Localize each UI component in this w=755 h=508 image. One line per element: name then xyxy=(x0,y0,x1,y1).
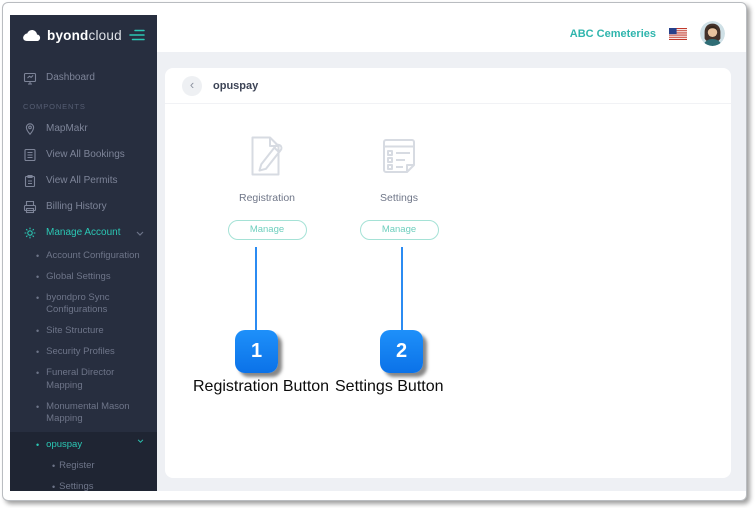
sidebar: byondcloud Dashboard COMPONENTS MapMakr … xyxy=(10,15,157,491)
sidebar-item-view-all-permits[interactable]: View All Permits xyxy=(10,168,157,194)
sidebar-item-label: View All Permits xyxy=(46,175,118,186)
sidebar-subitem-label: Settings xyxy=(59,480,94,491)
annotation-label-1: Registration Button xyxy=(193,378,330,395)
annotation-badge-1: 1 xyxy=(235,330,278,373)
bullet-icon: • xyxy=(36,326,40,337)
sidebar-item-label: View All Bookings xyxy=(46,149,125,160)
sidebar-item-dashboard[interactable]: Dashboard xyxy=(10,65,157,91)
bullet-icon: • xyxy=(36,292,40,303)
settings-manage-button[interactable]: Manage xyxy=(359,220,439,240)
card-header: ‹ opuspay xyxy=(165,68,731,104)
opuspay-card: ‹ opuspay Registration Manage xyxy=(165,68,731,478)
app-window: byondcloud Dashboard COMPONENTS MapMakr … xyxy=(10,15,746,491)
annotation-line-1 xyxy=(255,247,257,330)
annotation-label-2: Settings Button xyxy=(335,378,444,395)
sidebar-item-mapmakr[interactable]: MapMakr xyxy=(10,116,157,142)
sidebar-item-billing-history[interactable]: Billing History xyxy=(10,194,157,220)
sidebar-item-label: Billing History xyxy=(46,201,107,212)
bullet-icon: • xyxy=(36,251,40,261)
cloud-logo-icon xyxy=(22,29,42,42)
chevron-down-icon xyxy=(137,439,144,444)
bullet-icon: • xyxy=(36,347,40,358)
sidebar-subitem-label: opuspay xyxy=(46,439,83,451)
sidebar-subitem-label: Global Settings xyxy=(46,270,111,282)
sidebar-subitem-label: Account Configuration xyxy=(46,250,140,261)
back-button[interactable]: ‹ xyxy=(182,75,202,96)
us-flag-icon[interactable] xyxy=(669,27,687,40)
annotation-line-2 xyxy=(401,247,403,330)
back-chevron-icon: ‹ xyxy=(189,77,195,92)
permits-clipboard-icon xyxy=(23,174,37,188)
sidebar-item-manage-account[interactable]: Manage Account xyxy=(10,220,157,246)
main-column: ABC Cemeteries ‹ opuspay xyxy=(157,15,746,491)
gear-icon xyxy=(23,226,37,240)
bullet-icon: • xyxy=(36,401,40,412)
module-label: Registration xyxy=(238,192,296,204)
sidebar-subitem-label: Register xyxy=(59,459,95,471)
sidebar-subitem-settings[interactable]: • Settings xyxy=(10,477,157,491)
map-pin-icon xyxy=(23,122,37,136)
sidebar-item-view-all-bookings[interactable]: View All Bookings xyxy=(10,142,157,168)
sidebar-section-components: COMPONENTS xyxy=(23,102,86,111)
bookings-list-icon xyxy=(23,148,37,162)
sidebar-subitem-funeral-director-mapping[interactable]: • Funeral Director Mapping xyxy=(10,363,157,397)
sidebar-item-label: Dashboard xyxy=(46,72,95,83)
sidebar-opuspay-group: • opuspay • Register • Settings xyxy=(10,432,157,491)
registration-edit-icon xyxy=(251,136,283,176)
sidebar-item-label: Manage Account xyxy=(46,227,121,238)
sidebar-nav: Dashboard COMPONENTS MapMakr View All Bo… xyxy=(10,55,157,491)
sidebar-subitem-register[interactable]: • Register xyxy=(10,456,157,477)
sidebar-subitem-opuspay[interactable]: • opuspay xyxy=(10,435,157,456)
page-title: opuspay xyxy=(213,79,259,92)
sidebar-subitem-label: byondpro Sync Configurations xyxy=(46,291,110,316)
sidebar-subitem-security-profiles[interactable]: • Security Profiles xyxy=(10,342,157,363)
sidebar-subitem-monumental-mason-mapping[interactable]: • Monumental Mason Mapping xyxy=(10,397,157,431)
main-content: ‹ opuspay Registration Manage xyxy=(157,52,746,491)
annotation-badge-2: 2 xyxy=(380,330,423,373)
sidebar-subitem-account-configuration[interactable]: • Account Configuration xyxy=(10,246,157,267)
bullet-icon: • xyxy=(52,460,56,471)
bullet-icon: • xyxy=(52,481,56,491)
billing-printer-icon xyxy=(23,200,37,214)
settings-form-icon xyxy=(383,139,415,173)
sidebar-subitem-label: Funeral Director Mapping xyxy=(46,366,115,391)
sidebar-subitem-label: Security Profiles xyxy=(46,346,115,358)
sidebar-subitem-label: Site Structure xyxy=(46,325,104,337)
sidebar-subitem-label: Monumental Mason Mapping xyxy=(46,400,130,425)
module-label: Settings xyxy=(380,192,418,204)
sidebar-subitem-global-settings[interactable]: • Global Settings xyxy=(10,267,157,288)
chevron-down-icon xyxy=(136,231,144,236)
registration-manage-button[interactable]: Manage xyxy=(227,220,307,240)
dashboard-icon xyxy=(23,71,37,85)
user-avatar[interactable] xyxy=(700,21,725,46)
brand-logo: byondcloud xyxy=(47,27,122,43)
module-registration: Registration Manage xyxy=(202,132,332,240)
bullet-icon: • xyxy=(36,271,40,282)
menu-toggle-icon[interactable] xyxy=(128,29,145,41)
sidebar-logo-row: byondcloud xyxy=(10,15,157,55)
sidebar-subitem-byondpro-sync-configurations[interactable]: • byondpro Sync Configurations xyxy=(10,288,157,322)
topbar: ABC Cemeteries xyxy=(157,15,746,52)
bullet-icon: • xyxy=(36,367,40,378)
sidebar-item-label: MapMakr xyxy=(46,123,88,134)
module-settings: Settings Manage xyxy=(334,132,464,240)
sidebar-subitem-site-structure[interactable]: • Site Structure xyxy=(10,321,157,342)
account-name[interactable]: ABC Cemeteries xyxy=(569,27,656,40)
bullet-icon: • xyxy=(36,440,40,451)
